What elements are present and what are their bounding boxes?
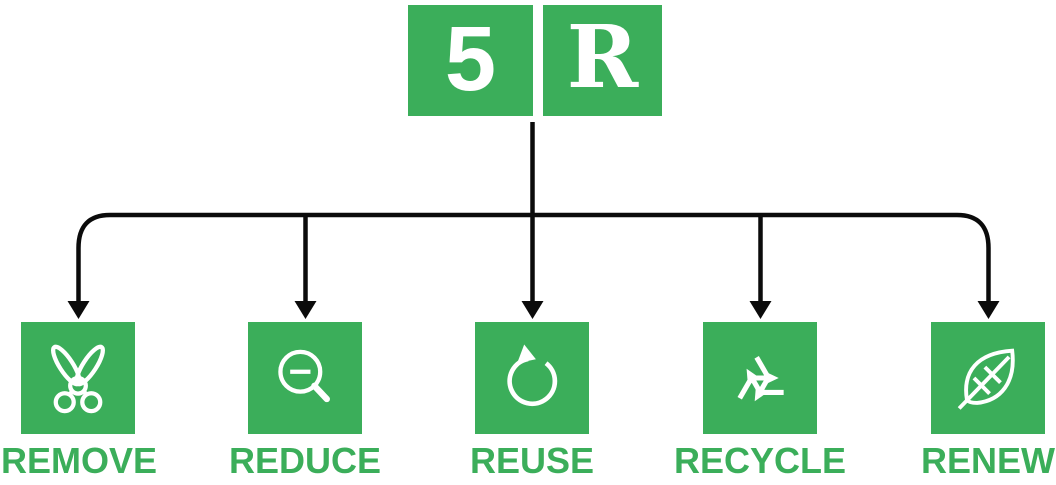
connector-bar (76, 212, 991, 306)
recycle-box (703, 322, 817, 434)
root-number: 5 (444, 7, 497, 110)
scissors-icon (51, 344, 105, 414)
arrowhead-3 (521, 301, 544, 319)
recycle-label: RECYCLE (673, 440, 847, 481)
root-box-5: 5 (408, 5, 533, 116)
remove-box (21, 322, 135, 434)
root-letter: R (566, 6, 639, 108)
arrowhead-2 (294, 301, 317, 319)
arrowhead-1 (67, 301, 90, 319)
arrowhead-4 (749, 301, 772, 319)
renew-label: RENEW (921, 440, 1055, 481)
connector-arrowheads (67, 301, 1000, 319)
magnifier-minus-icon (278, 349, 330, 403)
leaf-icon (957, 348, 1015, 410)
circular-arrow-icon (507, 344, 558, 407)
reduce-label: REDUCE (228, 440, 381, 481)
root-box-r: R (543, 5, 662, 116)
renew-box (931, 322, 1045, 434)
reuse-box (475, 322, 589, 434)
recycle-arrows-icon (737, 356, 784, 402)
arrowhead-5 (977, 301, 1000, 319)
reuse-label: REUSE (469, 440, 595, 481)
reduce-box (248, 322, 362, 434)
remove-label: REMOVE (0, 440, 158, 481)
